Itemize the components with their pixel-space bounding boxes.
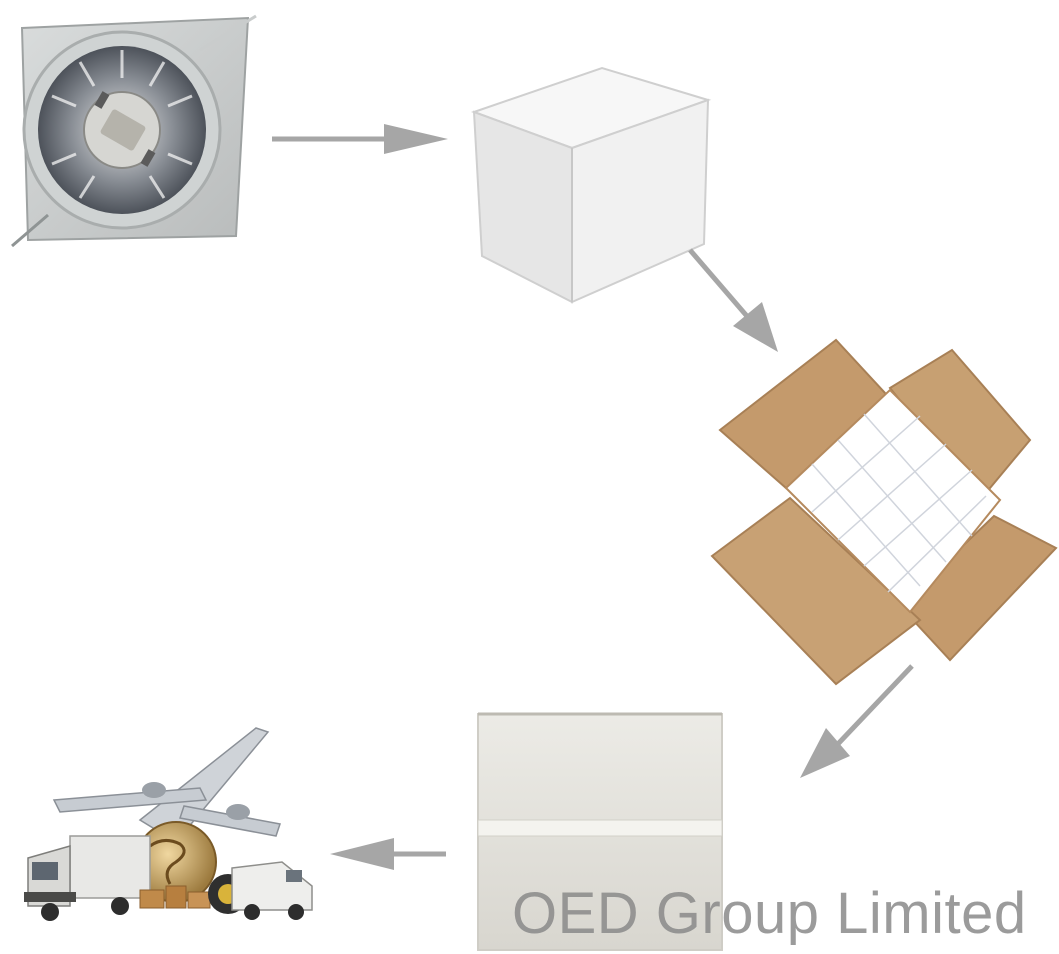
shipping-image bbox=[24, 727, 313, 921]
white-box-image bbox=[471, 66, 712, 304]
arrow-down-right-icon bbox=[688, 248, 778, 352]
arrow-right-icon bbox=[272, 124, 448, 154]
open-carton-image bbox=[710, 338, 1058, 686]
truck-icon bbox=[24, 835, 151, 921]
boxes-icon bbox=[139, 885, 211, 909]
company-watermark: OED Group Limited bbox=[512, 881, 1027, 946]
lamp-blister-image bbox=[11, 14, 257, 248]
arrow-left-icon bbox=[330, 838, 446, 870]
arrow-down-left-icon bbox=[800, 664, 914, 778]
van-icon bbox=[231, 861, 313, 920]
sealed-carton-image bbox=[477, 712, 723, 951]
inner-box-grid bbox=[811, 413, 987, 593]
